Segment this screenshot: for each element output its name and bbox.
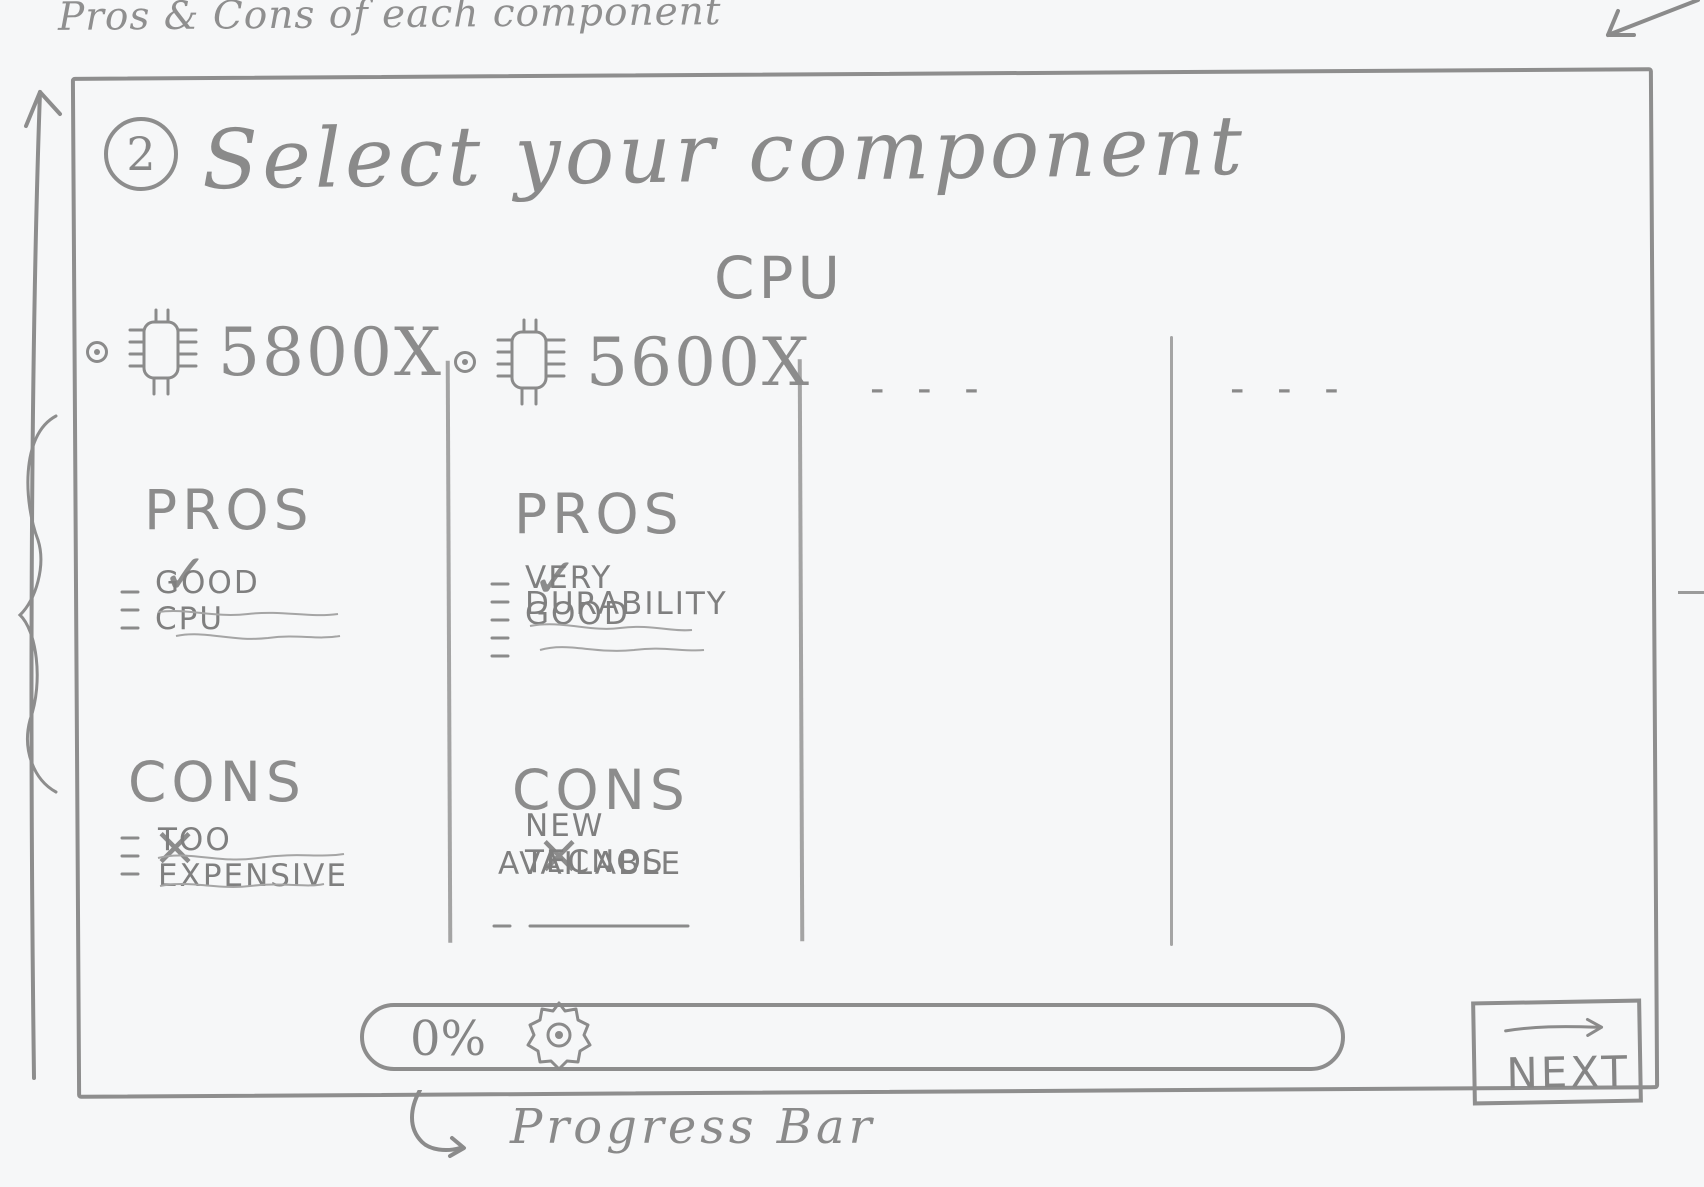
check-icon: ✓ [162, 542, 214, 606]
option-name-5800x: 5800X [218, 313, 443, 391]
progress-bar-annotation: Progress Bar [402, 1090, 876, 1164]
progress-bar-note: Progress Bar [510, 1099, 876, 1155]
page-title-row: 2 Select your component [104, 99, 1247, 208]
cons-notes-lines-5800x [120, 836, 345, 888]
pros-title-5600x: PROS ✓ [514, 482, 684, 610]
next-button[interactable]: NEXT [1471, 998, 1643, 1106]
gear-icon [526, 1001, 592, 1071]
check-icon: ✓ [532, 546, 584, 610]
cons-text-5800x: TOO EXPENSIVE [158, 822, 348, 894]
step-circle-icon: 2 [104, 116, 178, 191]
cpu-chip-icon [128, 308, 198, 396]
progress-bar: 0% [360, 1001, 1345, 1071]
category-label: CPU [714, 244, 844, 312]
cpu-chip-icon [496, 318, 566, 406]
corner-arrow-icon [1606, 0, 1700, 37]
option-header-5600x[interactable]: 5600X [454, 318, 811, 406]
pros-title-5800x: PROS ✓ [144, 478, 314, 606]
annotation-arrow-icon [410, 1090, 466, 1158]
top-annotation: Pros & Cons of each component [57, 0, 722, 40]
left-vertical-arrow-icon [17, 90, 62, 1080]
pros-text-line2-5600x: DURABILITY [525, 586, 728, 622]
radio-button-5800x[interactable] [86, 341, 108, 363]
option-name-5600x: 5600X [586, 323, 811, 401]
option-placeholder-3: - - - [870, 366, 989, 412]
cons-text-line2-5600x: AVAILABLE [498, 846, 683, 882]
option-placeholder-4: - - - [1230, 366, 1349, 412]
radio-button-5600x[interactable] [454, 351, 476, 373]
arrow-right-icon [1504, 1017, 1604, 1037]
cons-text-line1-5600x: NEW TECNOS [525, 808, 665, 880]
cross-icon: × [536, 822, 588, 886]
next-button-label: NEXT [1505, 1046, 1631, 1098]
cons-title-5800x: CONS × [128, 750, 306, 878]
progress-label: 0% [410, 1011, 487, 1067]
right-edge-tick [1678, 591, 1704, 594]
page-title: Select your component [201, 98, 1247, 209]
column-divider [1170, 336, 1173, 946]
cross-icon: × [152, 814, 204, 878]
pros-notes-lines-5600x [490, 582, 705, 658]
option-header-5800x[interactable]: 5800X [86, 308, 443, 396]
cons-title-5600x: CONS × [512, 758, 690, 886]
cons-notes-lines-5600x [492, 924, 690, 928]
pros-text-5800x: GOOD CPU [155, 565, 260, 637]
step-number: 2 [126, 126, 156, 181]
pros-notes-lines-5800x [120, 590, 341, 640]
